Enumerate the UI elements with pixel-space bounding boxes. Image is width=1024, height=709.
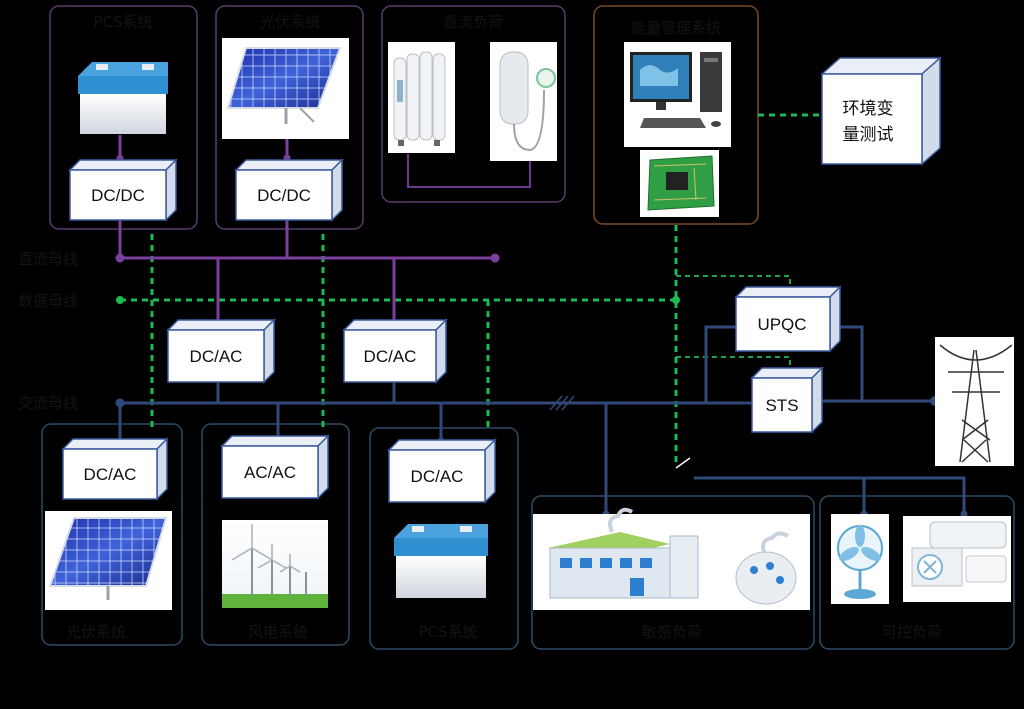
converter-dcac-3: DC/AC [61, 437, 169, 501]
converter-dcdc-2-label: DC/DC [257, 186, 311, 205]
switch-blade [675, 457, 691, 469]
dc-bus-lines [118, 135, 495, 322]
converter-dcac-1-label: DC/AC [190, 347, 243, 366]
electric-fan-icon [831, 514, 889, 604]
frame-bottom-pv [41, 423, 183, 646]
breaker-marks [549, 395, 575, 411]
group-labels: PCS系统 光伏系统 直流负荷 能量管理系统 直流母线 数据母线 交流母线 光伏… [18, 13, 942, 641]
label-top-pv: 光伏系统 [260, 13, 320, 31]
converter-dcac-2-label: DC/AC [364, 347, 417, 366]
environment-test-line1: 环境变 [843, 99, 894, 119]
label-bottom-pv: 光伏系统 [66, 623, 126, 641]
label-ac-bus: 交流母线 [18, 394, 78, 412]
water-heater-icon [490, 42, 557, 161]
solar-panel-icon-bottom [45, 511, 172, 610]
label-controllable-load: 可控负荷 [882, 623, 942, 641]
computer-icon [624, 42, 731, 147]
environment-test-line2: 量测试 [843, 125, 894, 145]
converter-sts-label: STS [765, 396, 798, 415]
frame-top-pv [215, 5, 364, 230]
battery-icon-top [78, 62, 168, 134]
frame-top-battery [49, 5, 198, 230]
converter-dcac-3-label: DC/AC [84, 465, 137, 484]
dc-load-feeder-lines [407, 154, 531, 188]
converter-sts: STS [750, 366, 824, 434]
label-dc-bus: 直流母线 [18, 250, 78, 268]
label-ems: 能量管理系统 [631, 19, 721, 37]
converter-dcac-4-label: DC/AC [411, 467, 464, 486]
label-sensitive-load: 敏感负荷 [642, 623, 702, 641]
converter-upqc-label: UPQC [757, 315, 806, 334]
radiator-heater-icon [388, 42, 455, 153]
solar-panel-icon-top [222, 38, 349, 139]
frame-sensitive-load [531, 495, 815, 650]
factory-icon [533, 507, 810, 610]
environment-test-box: 环境变 量测试 [820, 56, 942, 166]
wind-turbine-icon [222, 520, 328, 608]
converter-dcac-2: DC/AC [342, 318, 448, 384]
converter-upqc: UPQC [734, 285, 842, 353]
data-bus-junction-dot [672, 296, 680, 304]
converter-dcac-1: DC/AC [166, 318, 276, 384]
battery-icon-bottom [394, 524, 488, 598]
transmission-tower-icon [935, 337, 1014, 466]
converter-dcdc-2: DC/DC [234, 158, 344, 222]
circuit-board-icon [640, 150, 719, 217]
converter-acac-label: AC/AC [244, 463, 296, 482]
air-conditioner-icon [903, 516, 1011, 602]
frame-controllable-load [819, 495, 1015, 650]
label-bottom-battery: PCS系统 [418, 623, 477, 641]
converter-dcdc-1-label: DC/DC [91, 186, 145, 205]
frame-dc-load [381, 5, 566, 203]
ac-bus-lines [118, 325, 966, 514]
label-top-battery: PCS系统 [93, 13, 152, 31]
converter-acac: AC/AC [220, 434, 330, 500]
data-bus-lines [120, 113, 822, 462]
label-wind: 风电系统 [248, 623, 308, 641]
converter-dcdc-1: DC/DC [68, 158, 178, 222]
frame-wind [201, 423, 350, 646]
label-dc-load: 直流负荷 [443, 13, 503, 31]
converter-dcac-4: DC/AC [387, 438, 497, 504]
data-bus-start-dot [116, 296, 124, 304]
frame-bottom-battery [369, 427, 519, 650]
label-data-bus: 数据母线 [18, 292, 78, 310]
